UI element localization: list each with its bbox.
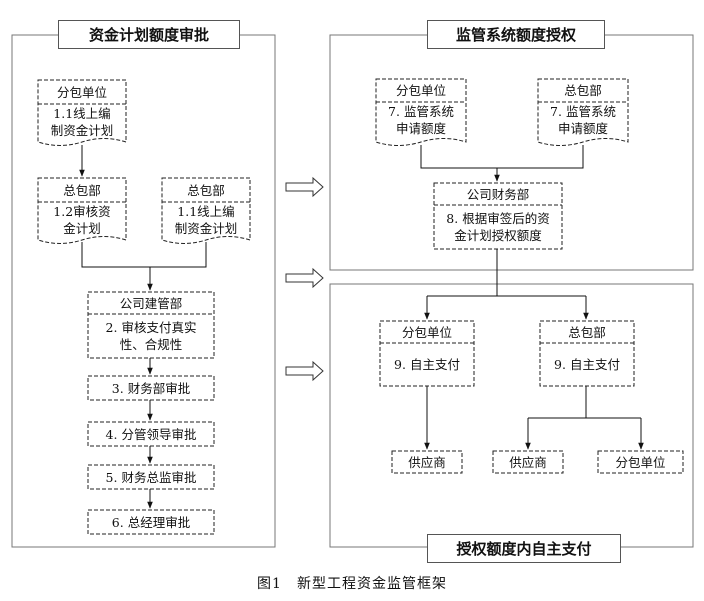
doc-gc-plan <box>161 177 251 244</box>
subcontractor-label: 分包单位 <box>395 83 446 98</box>
construction-dept-label: 公司建管部 <box>119 295 183 311</box>
box-construction-dept <box>87 291 215 359</box>
step3-text: 3. 财务部审批 <box>111 380 191 396</box>
subcontractor-plan-text: 1.1线上编 制资金计划 <box>50 106 114 138</box>
gc-label: 总包部 <box>564 83 602 98</box>
box-supplier-1 <box>391 450 463 474</box>
doc-gc-review <box>37 177 127 244</box>
gc-label: 总包部 <box>187 182 225 198</box>
subcontractor-pay-text: 9. 自主支付 <box>394 357 460 372</box>
step5-text: 5. 财务总监审批 <box>105 469 197 485</box>
gc-label: 总包部 <box>63 182 101 198</box>
box-supplier-2 <box>492 450 564 474</box>
step4-text: 4. 分管领导审批 <box>105 426 197 442</box>
box-subcontractor-pay <box>379 320 475 387</box>
gc-apply-text: 7. 监管系统 申请额度 <box>550 104 616 136</box>
subcontractor-label: 分包单位 <box>56 84 107 100</box>
finance-dept-label: 公司财务部 <box>466 186 530 202</box>
doc-gc-apply <box>537 78 629 146</box>
box-step4 <box>87 421 215 447</box>
subcontractor-apply-text: 7. 监管系统 申请额度 <box>388 104 454 136</box>
gc-label: 总包部 <box>568 324 606 340</box>
box-gc-pay <box>539 320 635 387</box>
finance-dept-authorize-text: 8. 根据审签后的资 金计划授权额度 <box>446 211 550 243</box>
gc-review-text: 1.2审核资 金计划 <box>53 204 111 236</box>
box-step5 <box>87 464 215 490</box>
hollow-arrow-icon <box>285 176 324 382</box>
box-subcontractor-out <box>597 450 684 474</box>
panel-title-quota-authorization: 监管系统额度授权 <box>427 20 605 49</box>
subcontractor-out-label: 分包单位 <box>615 454 666 470</box>
gc-plan-text: 1.1线上编 制资金计划 <box>174 204 238 236</box>
step6-text: 6. 总经理审批 <box>111 514 191 530</box>
doc-subcontractor-plan <box>37 79 127 146</box>
supplier-label: 供应商 <box>408 454 446 470</box>
supplier-label: 供应商 <box>509 454 547 470</box>
panel-title-self-payment: 授权额度内自主支付 <box>427 534 621 563</box>
box-finance-dept <box>433 182 563 250</box>
construction-dept-review-text: 2. 审核支付真实 性、合规性 <box>105 320 197 352</box>
box-step3 <box>87 375 215 401</box>
figure-caption: 图1 新型工程资金监管框架 <box>257 576 447 592</box>
subcontractor-label: 分包单位 <box>401 324 452 340</box>
box-step6 <box>87 509 215 535</box>
doc-subcontractor-apply <box>375 78 467 146</box>
panel-title-fund-approval: 资金计划额度审批 <box>58 20 240 49</box>
gc-pay-text: 9. 自主支付 <box>554 357 620 372</box>
